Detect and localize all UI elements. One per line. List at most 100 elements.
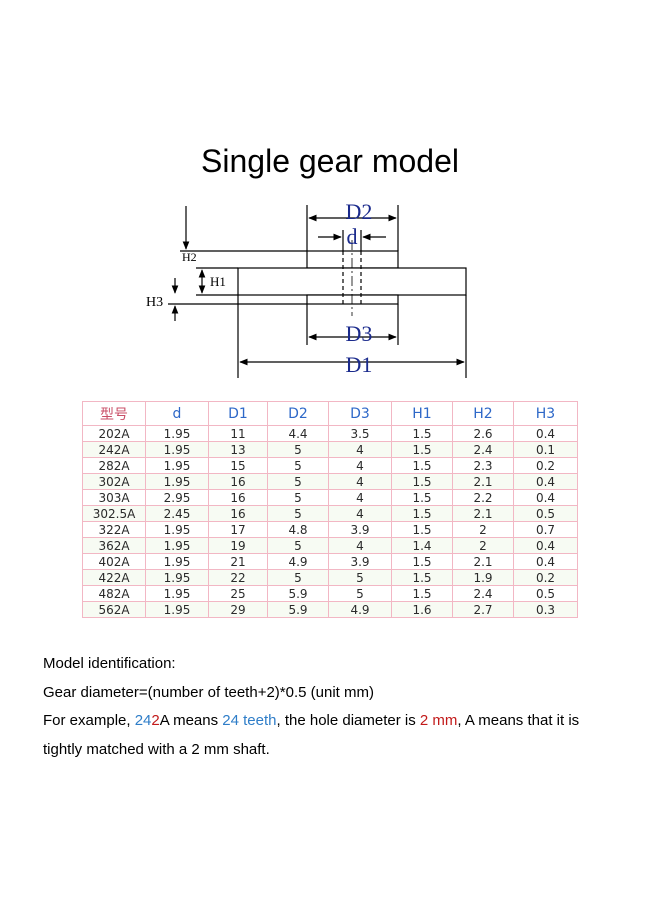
cell-model: 562A bbox=[82, 601, 146, 618]
cell-d2: 4.4 bbox=[267, 425, 329, 442]
cell-d1: 22 bbox=[208, 569, 268, 586]
cell-h3: 0.1 bbox=[513, 441, 578, 458]
cell-d2: 5 bbox=[267, 457, 329, 474]
header-h3: H3 bbox=[513, 401, 578, 426]
cell-d2: 5 bbox=[267, 473, 329, 490]
notes-line-example: For example, 242A means 24 teeth, the ho… bbox=[43, 707, 643, 736]
header-d3: D3 bbox=[328, 401, 392, 426]
cell-d: 1.95 bbox=[145, 425, 209, 442]
cell-h2: 2.2 bbox=[452, 489, 514, 506]
cell-d: 1.95 bbox=[145, 457, 209, 474]
cell-h3: 0.4 bbox=[513, 425, 578, 442]
example-mid: , the hole diameter is bbox=[276, 712, 420, 729]
cell-d2: 5 bbox=[267, 537, 329, 554]
cell-d3: 5 bbox=[328, 569, 392, 586]
cell-model: 422A bbox=[82, 569, 146, 586]
cell-h1: 1.6 bbox=[391, 601, 453, 618]
cell-h2: 2.1 bbox=[452, 505, 514, 522]
cell-d3: 4.9 bbox=[328, 601, 392, 618]
cell-h3: 0.4 bbox=[513, 489, 578, 506]
cell-d1: 15 bbox=[208, 457, 268, 474]
cell-d: 1.95 bbox=[145, 553, 209, 570]
example-rest: , A means that it is bbox=[457, 712, 580, 729]
header-d1: D1 bbox=[208, 401, 268, 426]
cell-d3: 5 bbox=[328, 585, 392, 602]
cell-d: 1.95 bbox=[145, 569, 209, 586]
gear-dimension-diagram: D2 d D3 D1 H2 H1 H3 bbox=[146, 199, 467, 378]
h1-label: H1 bbox=[210, 274, 226, 289]
gear-hub-top bbox=[306, 250, 399, 269]
cell-d3: 3.9 bbox=[328, 521, 392, 538]
example-teeth: 24 teeth bbox=[222, 712, 277, 729]
table-header-row: 型号 d D1 D2 D3 H1 H2 H3 bbox=[82, 401, 578, 426]
cell-h2: 2.1 bbox=[452, 473, 514, 490]
d1-label: D1 bbox=[346, 352, 373, 377]
notes-line-shaft: tightly matched with a 2 mm shaft. bbox=[43, 740, 270, 758]
d-label: d bbox=[347, 224, 358, 249]
cell-d3: 3.5 bbox=[328, 425, 392, 442]
cell-d2: 5 bbox=[267, 441, 329, 458]
gear-hub-bottom bbox=[306, 294, 399, 305]
cell-h1: 1.5 bbox=[391, 505, 453, 522]
cell-h2: 2.6 bbox=[452, 425, 514, 442]
cell-model: 322A bbox=[82, 521, 146, 538]
cell-d2: 4.8 bbox=[267, 521, 329, 538]
d3-label: D3 bbox=[346, 321, 373, 346]
cell-h1: 1.5 bbox=[391, 489, 453, 506]
cell-d3: 4 bbox=[328, 441, 392, 458]
cell-d2: 5 bbox=[267, 569, 329, 586]
cell-h3: 0.4 bbox=[513, 553, 578, 570]
cell-d3: 4 bbox=[328, 473, 392, 490]
cell-model: 482A bbox=[82, 585, 146, 602]
cell-d2: 4.9 bbox=[267, 553, 329, 570]
cell-h1: 1.5 bbox=[391, 425, 453, 442]
cell-h2: 2.4 bbox=[452, 585, 514, 602]
page-title: Single gear model bbox=[201, 143, 459, 179]
cell-d3: 4 bbox=[328, 505, 392, 522]
cell-d1: 29 bbox=[208, 601, 268, 618]
cell-d3: 4 bbox=[328, 537, 392, 554]
cell-d: 1.95 bbox=[145, 537, 209, 554]
header-model: 型号 bbox=[82, 401, 146, 426]
cell-h2: 1.9 bbox=[452, 569, 514, 586]
notes: Model identification: Gear diameter=(num… bbox=[43, 650, 643, 764]
cell-d: 1.95 bbox=[145, 441, 209, 458]
header-h2: H2 bbox=[452, 401, 514, 426]
cell-d1: 21 bbox=[208, 553, 268, 570]
cell-h2: 2 bbox=[452, 521, 514, 538]
cell-d: 1.95 bbox=[145, 521, 209, 538]
cell-h1: 1.5 bbox=[391, 473, 453, 490]
cell-h3: 0.4 bbox=[513, 473, 578, 490]
cell-d2: 5.9 bbox=[267, 601, 329, 618]
cell-h1: 1.5 bbox=[391, 553, 453, 570]
cell-h2: 2.4 bbox=[452, 441, 514, 458]
cell-h2: 2.3 bbox=[452, 457, 514, 474]
cell-d1: 16 bbox=[208, 505, 268, 522]
cell-h1: 1.5 bbox=[391, 585, 453, 602]
h3-label: H3 bbox=[146, 295, 163, 310]
header-d: d bbox=[145, 401, 209, 426]
cell-model: 242A bbox=[82, 441, 146, 458]
example-hole: 2 mm bbox=[419, 712, 458, 729]
cell-h3: 0.4 bbox=[513, 537, 578, 554]
cell-model: 282A bbox=[82, 457, 146, 474]
cell-d3: 4 bbox=[328, 489, 392, 506]
cell-d2: 5 bbox=[267, 489, 329, 506]
cell-model: 202A bbox=[82, 425, 146, 442]
example-prefix: For example, bbox=[43, 712, 135, 729]
cell-h1: 1.5 bbox=[391, 441, 453, 458]
cell-d2: 5.9 bbox=[267, 585, 329, 602]
cell-d1: 25 bbox=[208, 585, 268, 602]
cell-d1: 16 bbox=[208, 489, 268, 506]
cell-d: 1.95 bbox=[145, 585, 209, 602]
cell-model: 362A bbox=[82, 537, 146, 554]
cell-h3: 0.2 bbox=[513, 569, 578, 586]
